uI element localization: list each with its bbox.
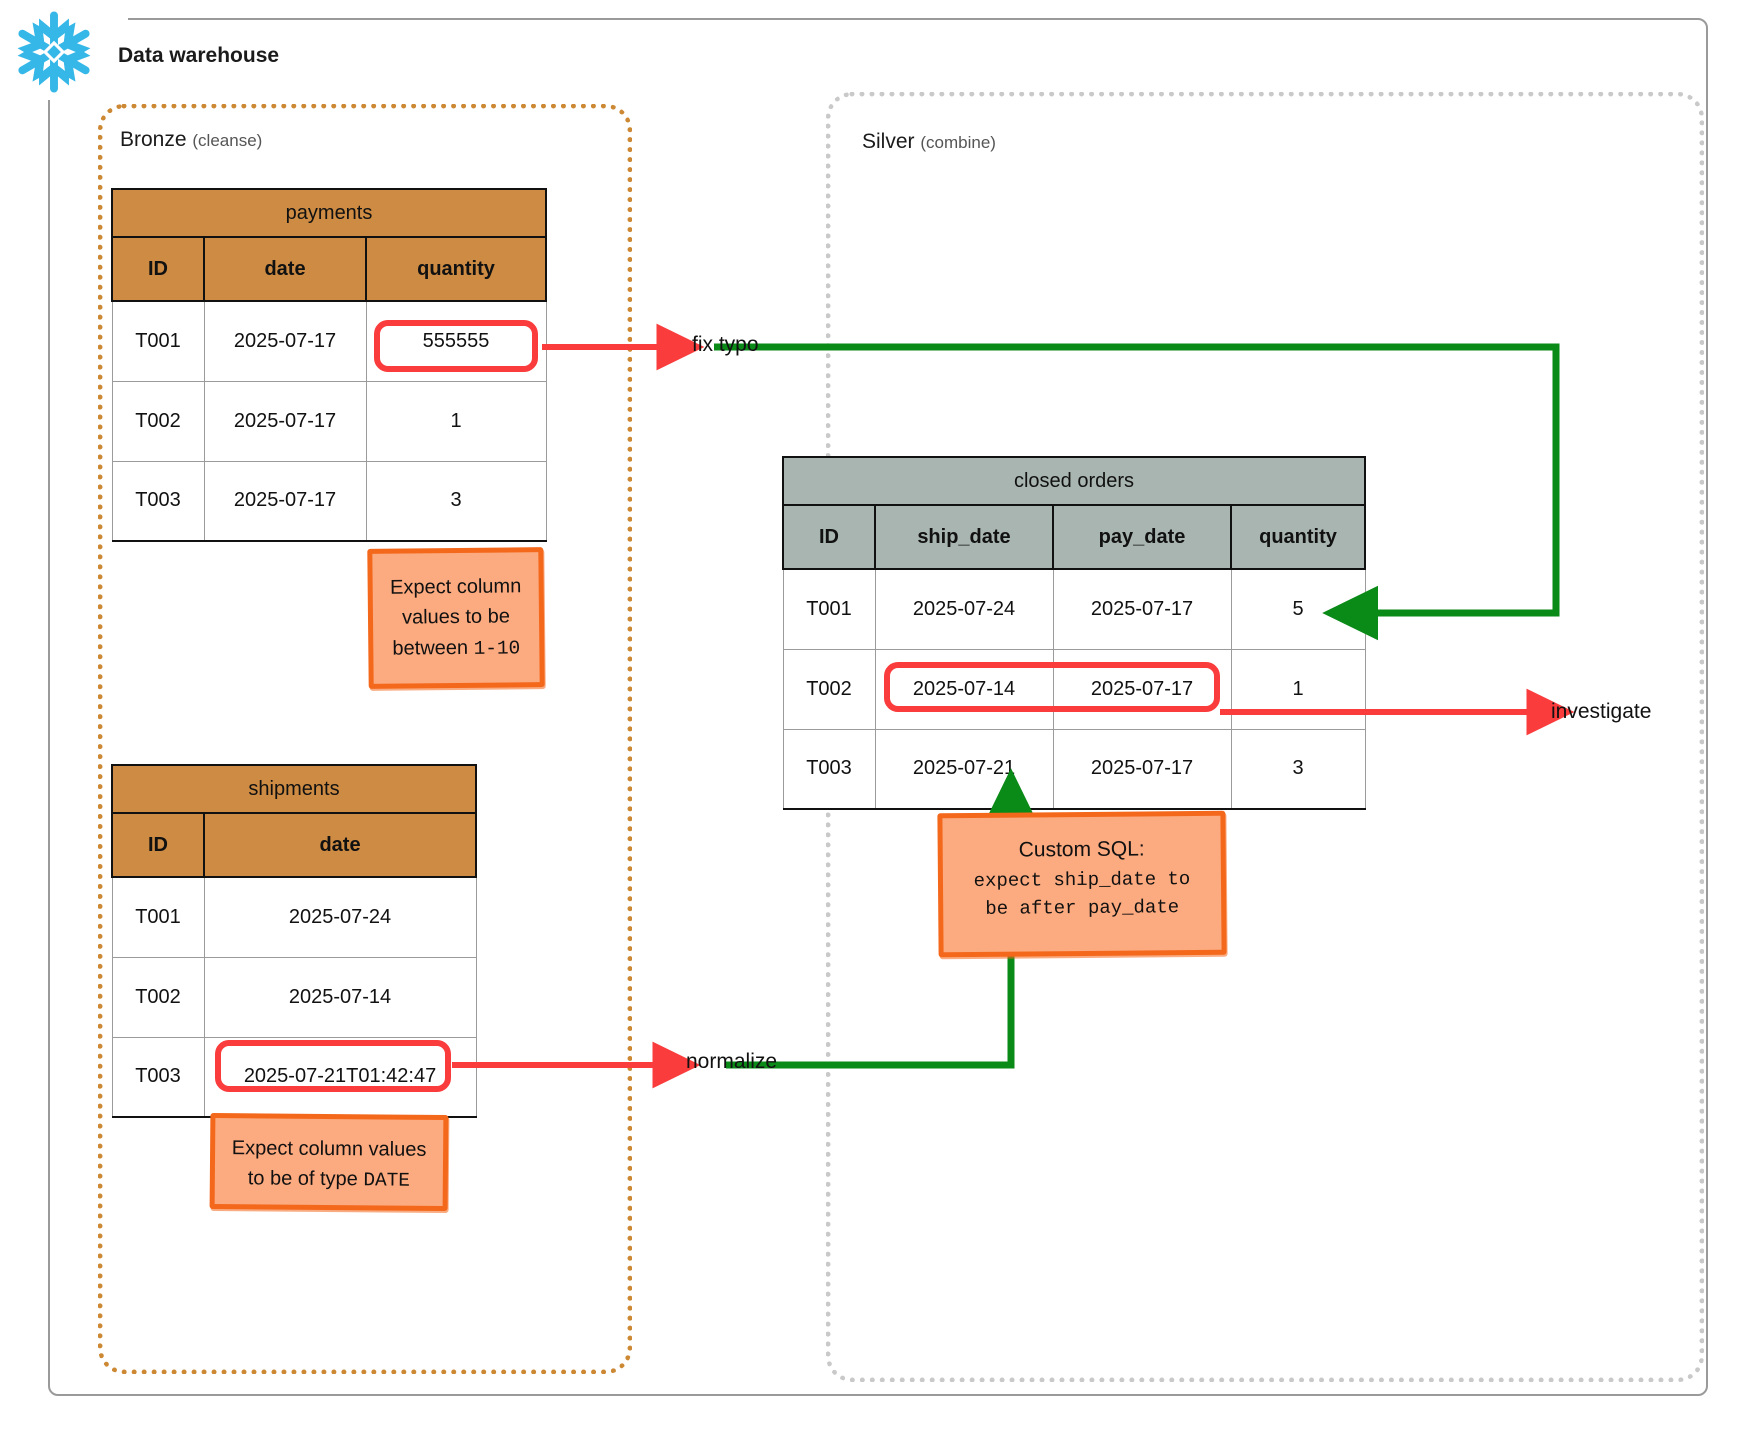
table-row: T003 2025-07-17 3 xyxy=(111,460,547,542)
table-row: T002 2025-07-17 1 xyxy=(111,380,547,462)
cell-quantity: 5 xyxy=(1230,568,1366,650)
note-expect-type-date: Expect column values to be of type DATE xyxy=(209,1112,449,1212)
table-header-row: ID date quantity xyxy=(111,236,548,302)
col-header-id: ID xyxy=(782,504,876,570)
table-shipments: shipments ID date T001 2025-07-24 T002 2… xyxy=(111,764,477,1118)
zone-bronze-name: Bronze xyxy=(120,128,187,151)
zone-silver-subtitle: (combine) xyxy=(920,133,996,152)
cell-id: T003 xyxy=(782,728,876,810)
table-row: T002 2025-07-14 2025-07-17 1 xyxy=(782,648,1366,730)
table-title-row: closed orders xyxy=(782,456,1366,506)
col-header-id: ID xyxy=(111,236,205,302)
cell-id: T001 xyxy=(782,568,876,650)
cell-date: 2025-07-17 xyxy=(203,380,367,462)
note-line-prefix: to be of type xyxy=(247,1167,364,1191)
table-row: T001 2025-07-24 xyxy=(111,876,477,958)
col-header-date: date xyxy=(203,236,367,302)
cell-pay-date: 2025-07-17 xyxy=(1052,728,1232,810)
cell-date: 2025-07-14 xyxy=(203,956,477,1038)
note-line-mono: 1-10 xyxy=(473,637,521,660)
note-line: expect ship_date to xyxy=(973,867,1191,892)
table-row: T001 2025-07-24 2025-07-17 5 xyxy=(782,568,1366,650)
col-header-date: date xyxy=(203,812,477,878)
col-header-pay-date: pay_date xyxy=(1052,504,1232,570)
table-header-row: ID date xyxy=(111,812,477,878)
table-closed-orders: closed orders ID ship_date pay_date quan… xyxy=(782,456,1366,810)
table-title-row: payments xyxy=(110,188,548,238)
table-header-row: ID ship_date pay_date quantity xyxy=(782,504,1366,570)
table-payments-title: payments xyxy=(110,188,548,238)
note-line: between 1-10 xyxy=(373,632,539,665)
cell-date: 2025-07-24 xyxy=(203,876,477,958)
cell-id: T001 xyxy=(111,876,205,958)
col-header-ship-date: ship_date xyxy=(874,504,1054,570)
cell-ship-date: 2025-07-14 xyxy=(874,648,1054,730)
snowflake-icon xyxy=(17,11,91,93)
table-closed-orders-title: closed orders xyxy=(782,456,1366,506)
cell-ship-date: 2025-07-21 xyxy=(874,728,1054,810)
note-line: be after pay_date xyxy=(985,896,1180,921)
flow-label-fix-typo: fix typo xyxy=(692,333,759,356)
zone-bronze-label: Bronze (cleanse) xyxy=(120,128,262,152)
table-payments: payments ID date quantity T001 2025-07-1… xyxy=(110,188,548,542)
cell-ship-date: 2025-07-24 xyxy=(874,568,1054,650)
cell-id: T002 xyxy=(111,380,205,462)
zone-bronze xyxy=(98,104,632,1374)
zone-silver-label: Silver (combine) xyxy=(862,130,996,154)
note-line: Expect column values xyxy=(231,1137,427,1161)
note-line: values to be xyxy=(401,605,511,629)
col-header-quantity: quantity xyxy=(364,236,548,302)
table-row: T001 2025-07-17 555555 xyxy=(111,300,547,382)
cell-id: T002 xyxy=(782,648,876,730)
cell-date: 2025-07-17 xyxy=(203,300,367,382)
cell-id: T003 xyxy=(111,1036,205,1118)
table-row: T003 2025-07-21 2025-07-17 3 xyxy=(782,728,1366,810)
zone-bronze-subtitle: (cleanse) xyxy=(192,131,263,150)
cell-id: T001 xyxy=(111,300,205,382)
note-custom-sql: Custom SQL: expect ship_date to be after… xyxy=(937,810,1227,958)
table-row: T002 2025-07-14 xyxy=(111,956,477,1038)
cell-quantity: 1 xyxy=(1230,648,1366,730)
cell-quantity: 555555 xyxy=(365,300,547,382)
note-line: to be of type DATE xyxy=(215,1163,443,1196)
cell-pay-date: 2025-07-17 xyxy=(1052,648,1232,730)
table-title-row: shipments xyxy=(111,764,477,814)
note-line-prefix: between xyxy=(392,636,474,660)
cell-quantity: 1 xyxy=(365,380,547,462)
table-shipments-title: shipments xyxy=(111,764,477,814)
data-warehouse-frame xyxy=(48,18,1708,1396)
col-header-id: ID xyxy=(111,812,205,878)
diagram-title: Data warehouse xyxy=(118,44,280,67)
cell-quantity: 3 xyxy=(1230,728,1366,810)
note-line: Custom SQL: xyxy=(1018,837,1145,862)
cell-date: 2025-07-21T01:42:47 xyxy=(203,1036,477,1118)
cell-id: T002 xyxy=(111,956,205,1038)
cell-date: 2025-07-17 xyxy=(203,460,367,542)
col-header-quantity: quantity xyxy=(1230,504,1366,570)
note-line-mono: DATE xyxy=(363,1169,411,1193)
cell-id: T003 xyxy=(111,460,205,542)
cell-pay-date: 2025-07-17 xyxy=(1052,568,1232,650)
cell-quantity: 3 xyxy=(365,460,547,542)
zone-silver-name: Silver xyxy=(862,130,915,153)
flow-label-investigate: investigate xyxy=(1551,700,1652,723)
note-expect-column-range: Expect column values to be between 1-10 xyxy=(367,547,545,689)
note-line: Expect column xyxy=(389,575,522,599)
table-row: T003 2025-07-21T01:42:47 xyxy=(111,1036,477,1118)
flow-label-normalize: normalize xyxy=(686,1050,778,1073)
